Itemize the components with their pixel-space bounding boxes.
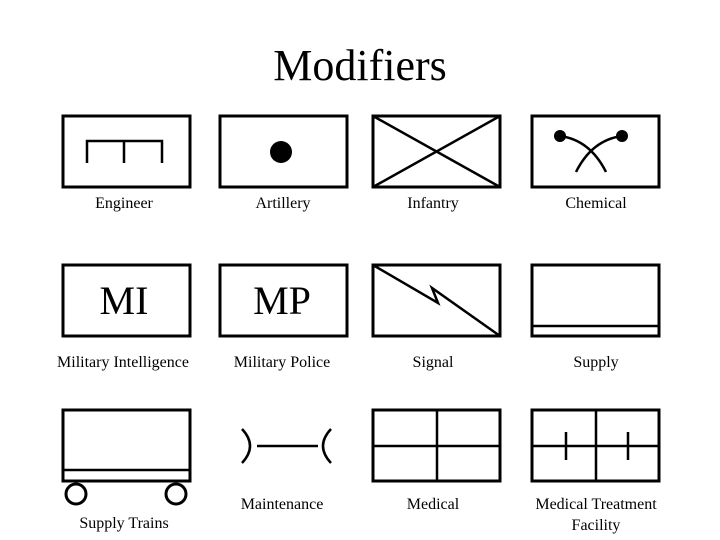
infantry-symbol	[371, 114, 502, 189]
military-intelligence-symbol	[61, 263, 192, 338]
signal-symbol	[371, 263, 502, 338]
supply-symbol	[530, 263, 661, 338]
mp-glyph: MP	[253, 278, 311, 323]
military-intelligence-label: Military Intelligence	[57, 354, 189, 371]
artillery-symbol	[218, 114, 349, 189]
maintenance-label: Maintenance	[240, 496, 324, 513]
signal-label: Signal	[412, 354, 454, 371]
infantry-label: Infantry	[407, 195, 459, 212]
supply-trains-label: Supply Trains	[79, 515, 169, 532]
engineer-label: Engineer	[95, 195, 153, 212]
medical-treatment-facility-label: Medical Treatment Facility	[535, 496, 657, 534]
military-police-label: Military Police	[233, 354, 331, 371]
chemical-symbol	[530, 114, 661, 189]
medical-symbol	[371, 408, 502, 483]
supply-label: Supply	[573, 354, 619, 371]
military-police-symbol	[218, 263, 349, 338]
medical-label: Medical	[406, 496, 460, 513]
diagram-title: Modifiers	[273, 41, 447, 90]
maintenance-symbol	[241, 428, 332, 464]
artillery-label: Artillery	[255, 195, 311, 212]
engineer-symbol	[61, 114, 192, 189]
medical-treatment-facility-symbol	[530, 408, 661, 483]
mi-glyph: MI	[99, 278, 149, 323]
supply-trains-symbol	[61, 408, 192, 506]
chemical-label: Chemical	[565, 195, 627, 212]
